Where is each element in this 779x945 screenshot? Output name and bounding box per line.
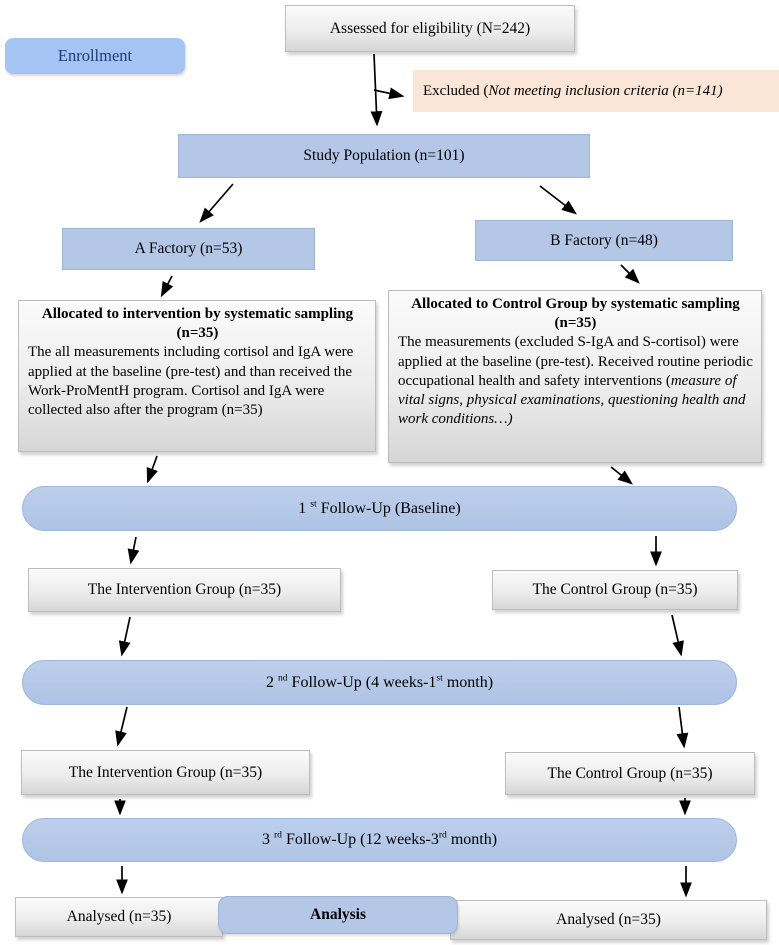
arrow-factory-a-to-allocation [160, 275, 174, 298]
arrow-allocation-left-to-followup1 [146, 455, 158, 484]
analysed-left-label: Analysed (n=35) [66, 908, 172, 925]
arrow-population-to-factory-b [539, 185, 578, 215]
analysis-stage-label: Analysis [218, 896, 458, 934]
study-population-label: Study Population (n=101) [303, 147, 465, 164]
followup-2-ordinal: nd [277, 672, 288, 684]
analysed-right-box: Analysed (n=35) [450, 900, 767, 940]
assessed-eligibility-box: Assessed for eligibility (N=242) [285, 5, 575, 52]
allocation-intervention-body: The all measurements including cortisol … [28, 344, 354, 418]
followup-3-mid: Follow-Up (12 weeks-3 [281, 831, 439, 848]
intervention-group-box-2: The Intervention Group (n=35) [21, 750, 310, 795]
followup-3-ordinal-2: rd [438, 829, 447, 841]
factory-b-box: B Factory (n=48) [475, 220, 733, 261]
allocation-intervention-box: Allocated to intervention by systematic … [18, 300, 376, 452]
arrow-control1-to-followup2 [671, 614, 684, 657]
assessed-eligibility-label: Assessed for eligibility (N=242) [329, 19, 531, 37]
followup-1-rest: Follow-Up (Baseline) [316, 499, 461, 517]
intervention-group-label-2: The Intervention Group (n=35) [68, 763, 263, 781]
arrow-assessed-to-population [370, 53, 383, 127]
allocation-control-body: The measurements (excluded S-IgA and S-c… [398, 334, 753, 389]
followup-1-label: 1 st Follow-Up (Baseline) [298, 498, 461, 518]
followup-3-rest: month) [446, 831, 498, 848]
followup-2-rest: month) [442, 673, 494, 691]
followup-3-label: 3 rd Follow-Up (12 weeks-3rd month) [261, 829, 498, 849]
allocation-intervention-title: Allocated to intervention by systematic … [41, 306, 354, 342]
control-group-box-2: The Control Group (n=35) [505, 752, 755, 795]
analysed-right-label: Analysed (n=35) [556, 911, 661, 928]
arrow-factory-b-to-allocation [620, 264, 640, 284]
followup-2-ordinal-2: st [436, 672, 443, 684]
enrollment-stage-label: Enrollment [5, 38, 185, 74]
intervention-group-label-1: The Intervention Group (n=35) [87, 581, 282, 598]
study-population-box: Study Population (n=101) [178, 134, 590, 178]
followup-3-num: 3 [261, 831, 274, 848]
arrow-followup2-to-intervention2 [115, 706, 128, 747]
arrow-followup2-to-control2 [676, 706, 689, 749]
analysis-text: Analysis [310, 906, 366, 923]
followup-1-bar: 1 st Follow-Up (Baseline) [22, 486, 737, 531]
followup-1-num: 1 [298, 499, 311, 517]
arrow-followup1-to-intervention1 [127, 536, 140, 565]
followup-2-mid: Follow-Up (4 weeks-1 [287, 673, 437, 691]
enrollment-text: Enrollment [57, 46, 133, 65]
arrow-to-excluded [373, 87, 405, 100]
arrow-population-to-factory-a [199, 183, 234, 223]
allocation-control-title: Allocated to Control Group by systematic… [411, 296, 740, 332]
followup-2-bar: 2 nd Follow-Up (4 weeks-1st month) [22, 660, 737, 705]
followup-1-ordinal: st [310, 498, 317, 510]
control-group-box-1: The Control Group (n=35) [492, 570, 738, 610]
followup-2-num: 2 [265, 673, 278, 691]
followup-3-bar: 3 rd Follow-Up (12 weeks-3rd month) [22, 818, 737, 862]
control-group-label-2: The Control Group (n=35) [547, 764, 713, 782]
factory-b-label: B Factory (n=48) [550, 231, 658, 249]
followup-2-label: 2 nd Follow-Up (4 weeks-1st month) [265, 672, 494, 692]
control-group-label-1: The Control Group (n=35) [532, 581, 698, 598]
allocation-control-box: Allocated to Control Group by systematic… [388, 290, 762, 463]
followup-3-ordinal: rd [273, 829, 282, 841]
excluded-box: Excluded (Not meeting inclusion criteria… [413, 70, 779, 112]
excluded-prefix: Excluded ( [423, 82, 489, 99]
arrow-intervention1-to-followup2 [118, 616, 131, 657]
intervention-group-box-1: The Intervention Group (n=35) [28, 568, 341, 612]
analysed-left-box: Analysed (n=35) [15, 897, 223, 937]
allocation-control-body-italic: measure of vital signs, physical examina… [398, 372, 746, 428]
factory-a-label: A Factory (n=53) [134, 240, 243, 257]
arrow-allocation-right-to-followup1 [610, 466, 633, 485]
factory-a-box: A Factory (n=53) [62, 228, 315, 270]
excluded-reason: Not meeting inclusion criteria (n=141) [488, 82, 723, 99]
